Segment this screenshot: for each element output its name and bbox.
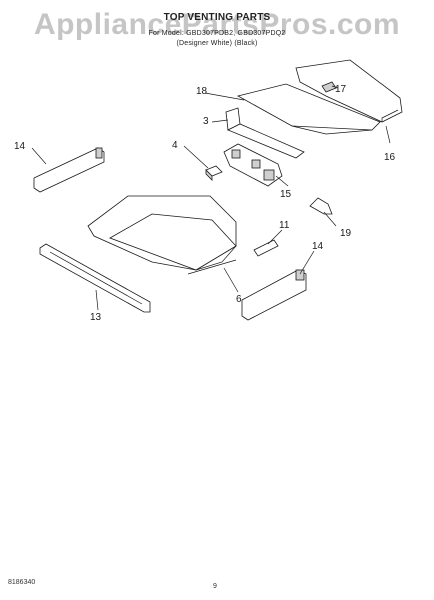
part-14-left-bracket — [33, 147, 105, 193]
part-16-top-panel — [295, 59, 403, 123]
leader-17 — [331, 85, 339, 89]
callout-11: 11 — [279, 220, 290, 231]
part-15-fan-assembly — [223, 143, 283, 187]
leader-19 — [323, 211, 337, 227]
leader-13 — [95, 289, 99, 311]
color-line: (Designer White) (Black) — [176, 40, 258, 47]
leader-6 — [223, 267, 239, 293]
watermark: AppliancePartsPros.com — [33, 8, 401, 41]
callout-4: 4 — [172, 140, 178, 151]
leader-16 — [385, 125, 391, 144]
model-line: For Model: GBD307PDB2, GBD307PDQ2 — [148, 30, 286, 37]
leader-4 — [183, 145, 209, 169]
callout-17: 17 — [335, 84, 347, 95]
callout-14-right: 14 — [312, 241, 324, 252]
part-13-trim-strip — [39, 243, 151, 313]
part-4-block — [205, 165, 223, 181]
part-18-duct-plate — [236, 83, 381, 135]
callout-13: 13 — [90, 312, 102, 323]
leader-11 — [267, 229, 283, 245]
callout-15: 15 — [280, 189, 292, 200]
callout-3: 3 — [203, 116, 209, 127]
callout-19: 19 — [340, 228, 352, 239]
callout-14-left: 14 — [14, 141, 26, 152]
footer-page-number: 9 — [213, 583, 217, 590]
leader-14-left — [31, 147, 47, 165]
callout-16: 16 — [384, 152, 396, 163]
part-19-bracket — [309, 197, 333, 215]
part-14-right-bracket — [241, 269, 307, 321]
part-11-slotted-piece — [253, 239, 279, 257]
callout-6: 6 — [236, 294, 242, 305]
part-6-vent-shroud — [87, 195, 237, 275]
page-title: TOP VENTING PARTS — [163, 12, 271, 23]
part-3-bracket — [225, 107, 305, 159]
footer-part-number: 8186340 — [8, 579, 36, 586]
leader-3 — [211, 119, 229, 123]
part-17-clip — [321, 81, 337, 93]
callout-18: 18 — [196, 86, 208, 97]
leader-14-right — [299, 250, 315, 275]
leader-15 — [275, 175, 289, 187]
leader-18 — [204, 92, 245, 101]
